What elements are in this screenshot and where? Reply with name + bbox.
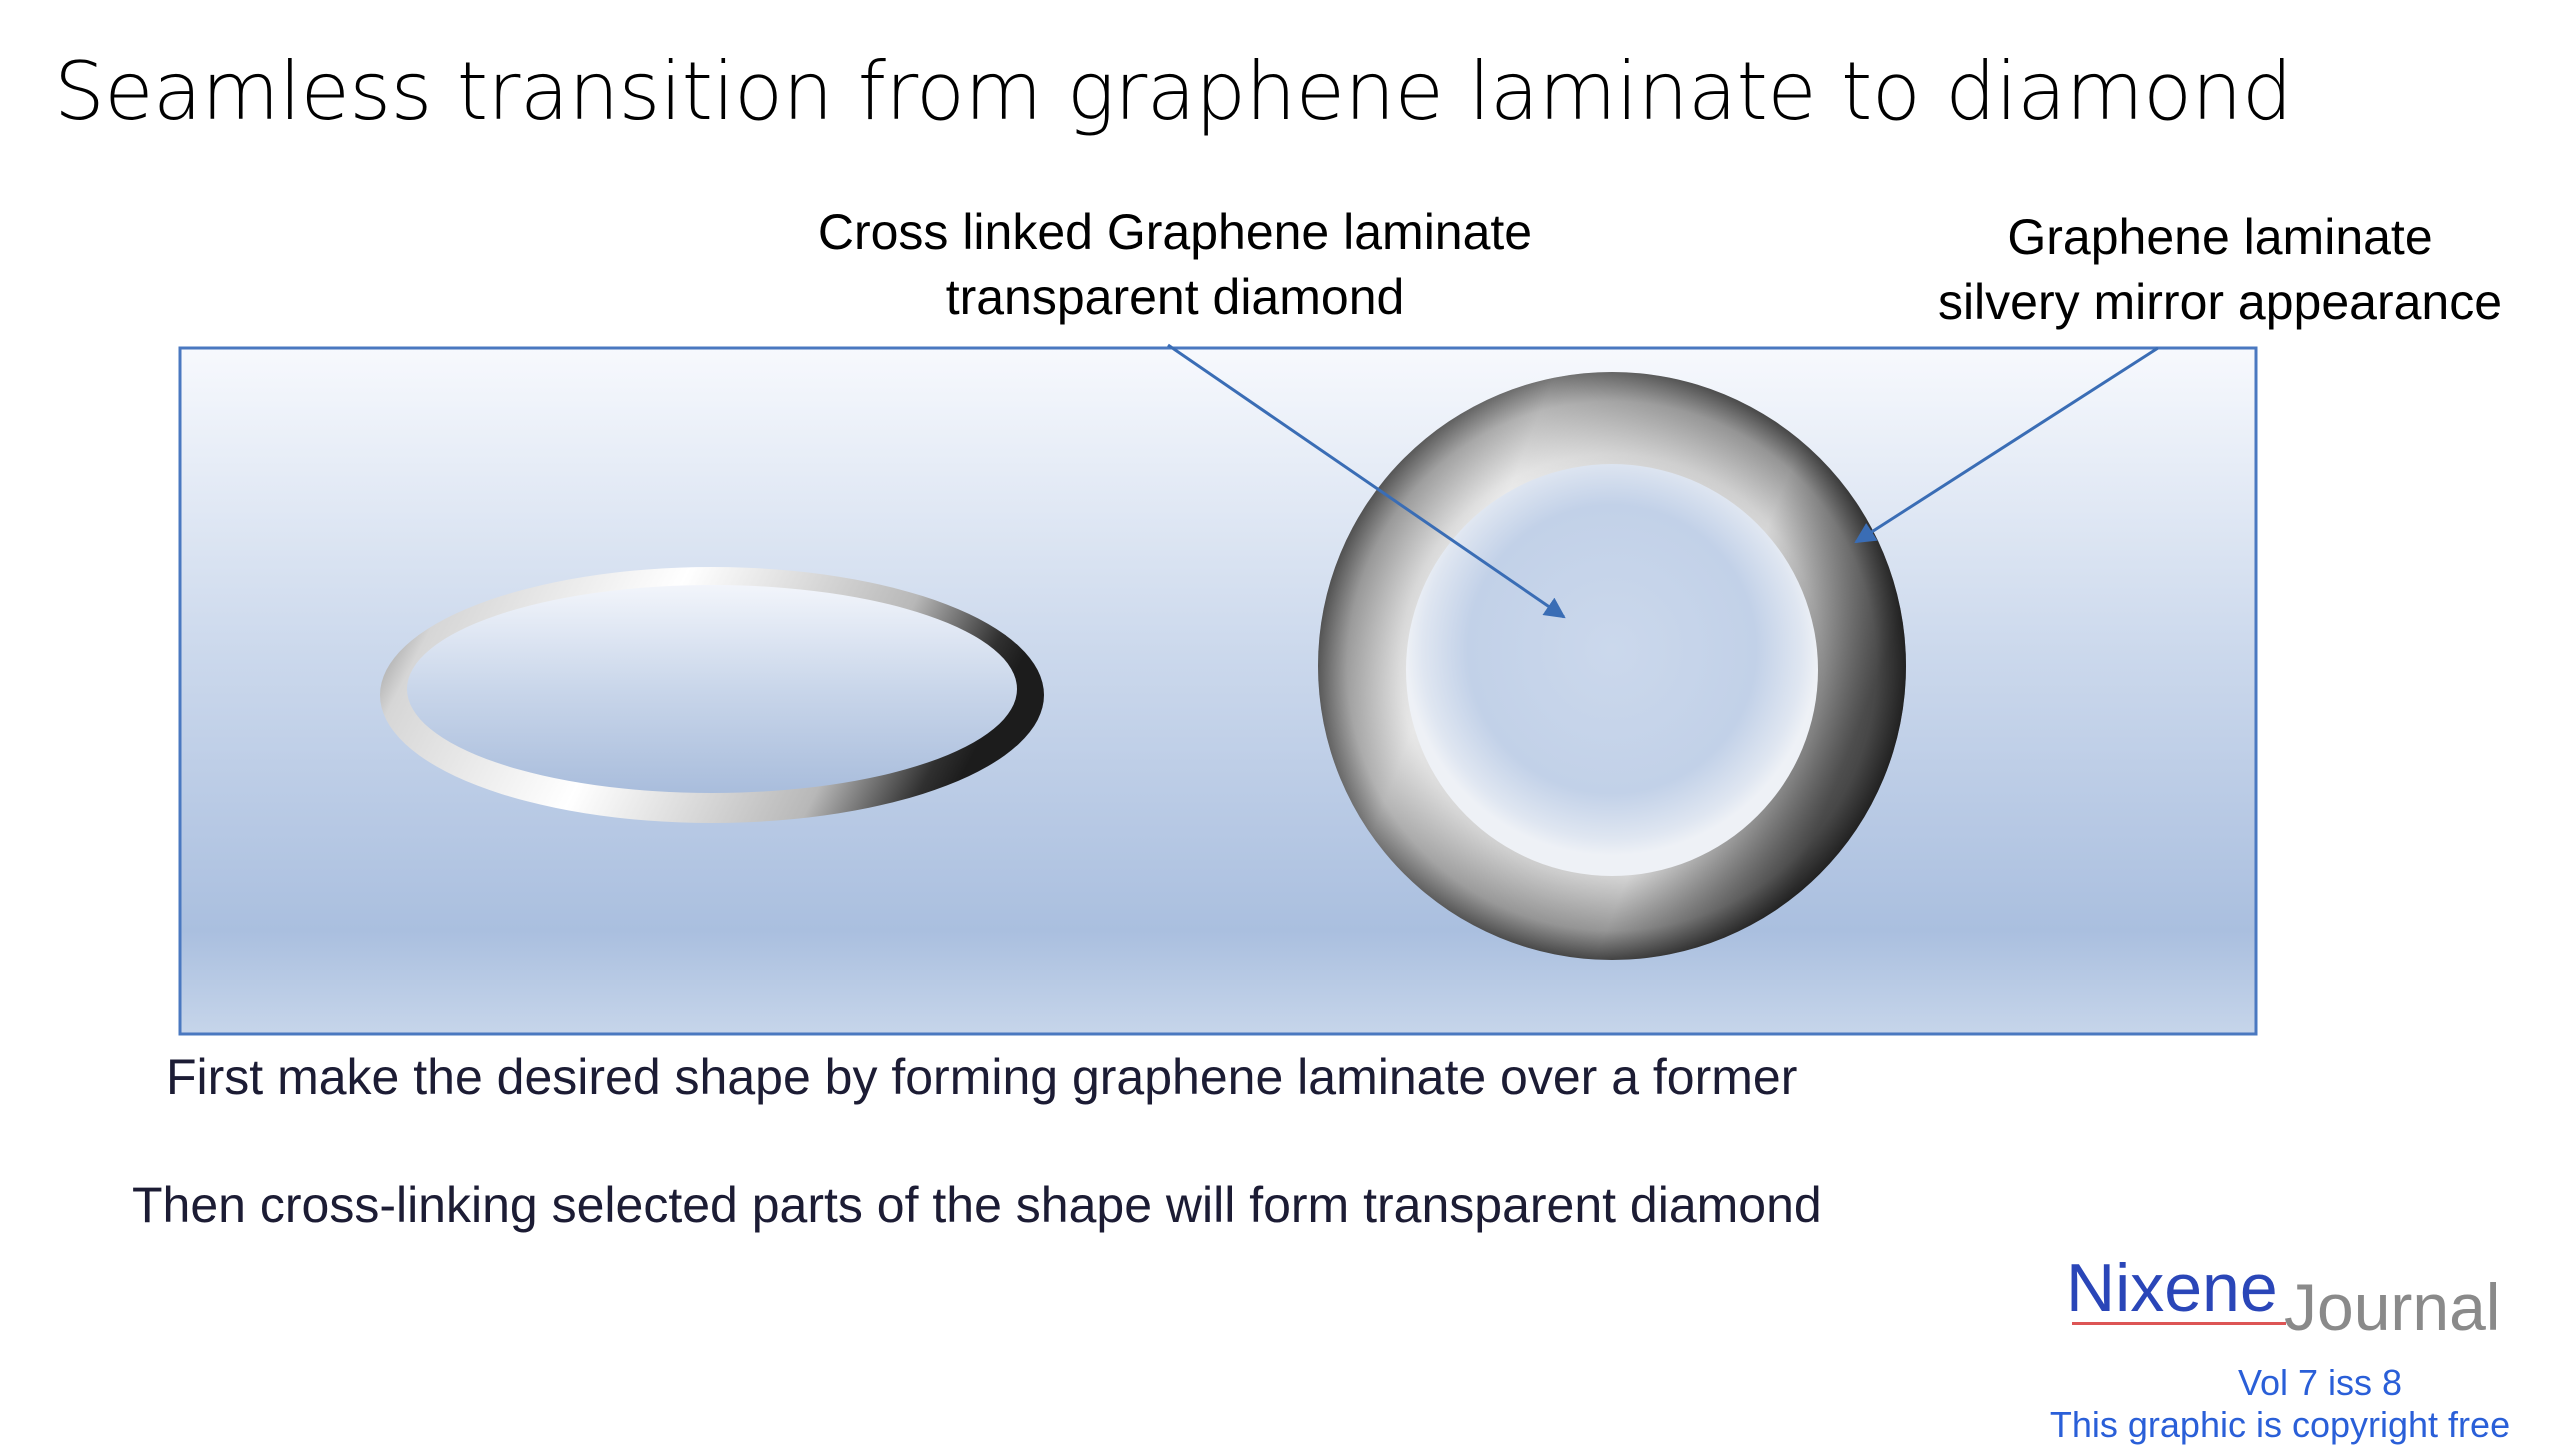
callout-diamond-line-1: Cross linked Graphene laminate xyxy=(817,204,1533,260)
arrow-to-diamond xyxy=(1167,343,1566,619)
callout-mirror-label: Graphene laminate silvery mirror appeara… xyxy=(1830,205,2560,335)
callout-diamond-line-2: transparent diamond xyxy=(945,269,1405,325)
ellipse-ring xyxy=(380,567,1044,823)
callout-mirror-line-2: silvery mirror appearance xyxy=(1937,274,2503,330)
volume-label: Vol 7 iss 8 xyxy=(2237,1362,2403,1403)
graphene-torus xyxy=(1318,372,1906,960)
slide-title: Seamless transition from graphene lamina… xyxy=(54,45,2293,138)
arrow-to-mirror xyxy=(1854,346,2159,544)
copyright-note: This graphic is copyright free xyxy=(2049,1404,2511,1445)
callout-mirror-line-1: Graphene laminate xyxy=(2007,209,2433,265)
caption-step-2: Then cross-linking selected parts of the… xyxy=(132,1177,1822,1233)
logo-journal-text: Journal xyxy=(2284,1270,2501,1344)
caption-step-1: First make the desired shape by forming … xyxy=(166,1049,1798,1105)
nixene-journal-logo: Nixene Journal xyxy=(2066,1250,2526,1340)
callout-diamond-label: Cross linked Graphene laminate transpare… xyxy=(735,200,1615,330)
logo-nixene-text: Nixene xyxy=(2066,1250,2278,1326)
logo-underline xyxy=(2072,1322,2286,1325)
